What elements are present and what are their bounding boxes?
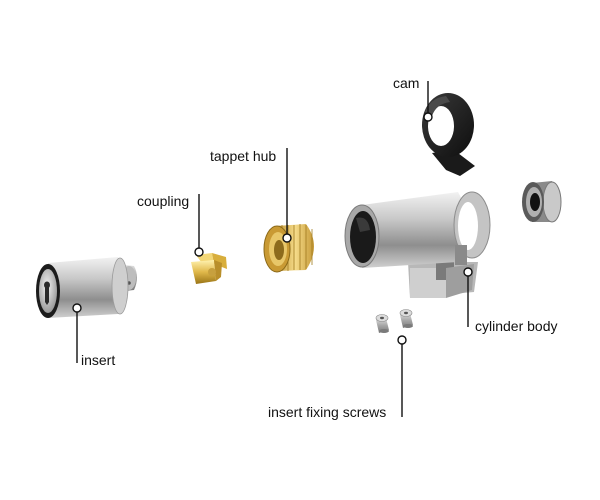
label-cylinder-body: cylinder body xyxy=(475,318,558,334)
leader-cam-dot xyxy=(423,112,433,122)
screw-left xyxy=(375,314,389,333)
tappet-hub-part xyxy=(263,224,314,273)
label-insert: insert xyxy=(81,352,116,368)
end-cap-part xyxy=(522,181,562,223)
leader-insert-dot xyxy=(72,303,82,313)
coupling-part xyxy=(191,253,227,284)
label-insert-fixing-screws: insert fixing screws xyxy=(268,404,387,420)
leader-lines xyxy=(72,81,473,417)
cam-part xyxy=(422,93,475,176)
leader-insert-fixing-screws-dot xyxy=(397,335,407,345)
leader-coupling-dot xyxy=(194,247,204,257)
cylinder-body-part xyxy=(344,191,491,298)
label-coupling: coupling xyxy=(137,193,190,209)
label-tappet-hub: tappet hub xyxy=(210,148,277,164)
leader-cylinder-body-dot xyxy=(463,267,473,277)
insert-fixing-screws-part xyxy=(375,309,413,333)
screw-right xyxy=(399,309,413,328)
label-cam: cam xyxy=(393,75,420,91)
insert-part xyxy=(36,257,137,318)
leader-tappet-hub-dot xyxy=(282,233,292,243)
